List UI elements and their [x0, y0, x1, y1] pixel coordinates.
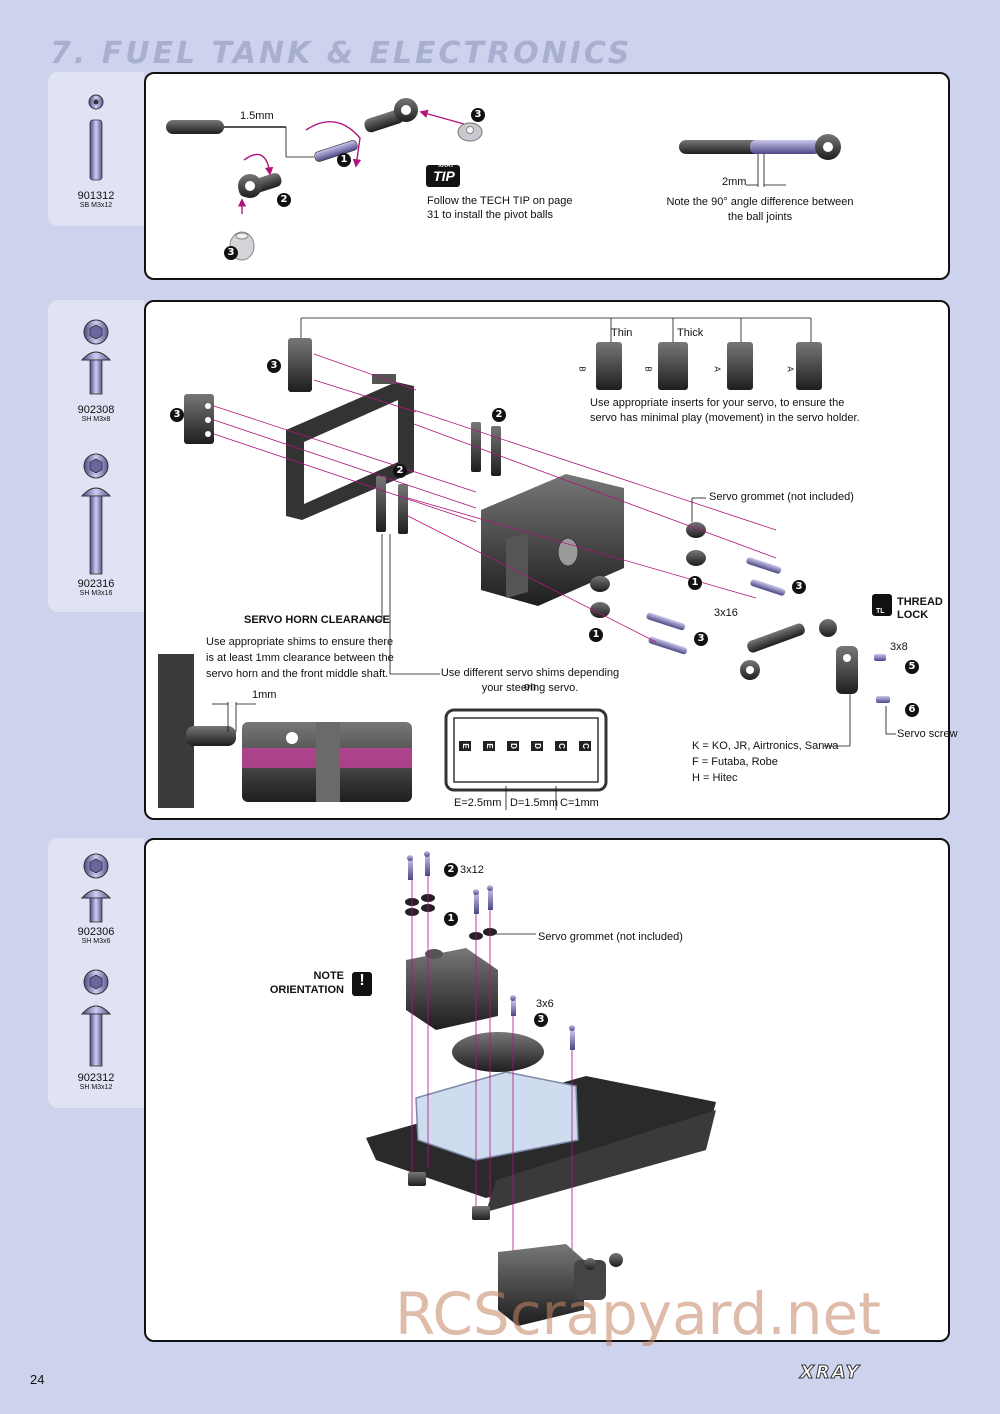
- thread-lock-line2: LOCK: [897, 609, 929, 621]
- servo-screw-label: Servo screw: [897, 728, 958, 740]
- angle-note-line2: the ball joints: [727, 211, 793, 223]
- insert-b-thin-label: B: [577, 366, 587, 372]
- thick-label: Thick: [677, 327, 704, 339]
- insert-b-thick-label: B: [643, 366, 653, 372]
- tech-tip-icon: [426, 165, 460, 187]
- callout-3-pivot-ball-lower: 3: [224, 246, 238, 260]
- hex-size-label: 1.5mm: [240, 110, 274, 122]
- watermark: RCScrapyard.net: [395, 1280, 881, 1348]
- shim-size-d: D=1.5mm: [510, 797, 558, 809]
- shim-letter: C: [555, 741, 567, 751]
- shim-letter: D: [507, 741, 519, 751]
- inserts-text-line2: servo has minimal play (movement) in the…: [590, 412, 860, 424]
- callout-1: 1: [337, 153, 351, 167]
- screw-3x16-label: 3x16: [714, 607, 738, 619]
- page-number: 24: [30, 1372, 45, 1387]
- shim-size-c: C=1mm: [560, 797, 599, 809]
- screw-3x8-label: 3x8: [890, 641, 908, 653]
- horn-text-line1: Use appropriate shims to ensure there: [206, 636, 394, 648]
- callout-3-pivot-ball: 3: [471, 108, 485, 122]
- callout-1: 1: [444, 912, 458, 926]
- step2-illustration: [158, 317, 896, 810]
- callout-2: 2: [277, 193, 291, 207]
- servo-grommet-label: Servo grommet (not included): [709, 491, 854, 503]
- servo-horn-clearance-heading: SERVO HORN CLEARANCE: [244, 614, 390, 626]
- thin-label: Thin: [611, 327, 633, 339]
- callout-2: 2: [393, 464, 407, 478]
- callout-5: 5: [905, 660, 919, 674]
- callout-1: 1: [688, 576, 702, 590]
- page-title: 7. FUEL TANK & ELECTRONICS: [50, 36, 633, 71]
- step1-illustration: [166, 98, 841, 261]
- shims-text-line1: Use different servo shims depending on: [440, 667, 620, 693]
- tip-text-line1: Follow the TECH TIP on page: [427, 195, 573, 207]
- shim-letter: E: [459, 741, 471, 751]
- shims-text-line2: your steering servo.: [481, 682, 579, 694]
- insert-a-thick-label: A: [785, 366, 795, 372]
- note-orientation-icon: [352, 972, 372, 996]
- brand-h-label: H = Hitec: [692, 772, 738, 784]
- tip-brand: XRAY: [437, 163, 455, 169]
- inserts-text-line1: Use appropriate inserts for your servo, …: [590, 397, 845, 409]
- horn-text-line2: is at least 1mm clearance between the: [206, 652, 394, 664]
- angle-note-line1: Note the 90° angle difference between: [666, 196, 854, 208]
- angle-gap-label: 2mm: [722, 176, 747, 188]
- shim-letter: D: [531, 741, 543, 751]
- note-line1: NOTE: [313, 970, 344, 982]
- callout-2: 2: [492, 408, 506, 422]
- screw-sb-m3x12-icon: [88, 94, 104, 181]
- step3-illustration: [352, 851, 716, 1326]
- tip-text-line2: 31 to install the pivot balls: [427, 209, 553, 221]
- thread-lock-line1: THREAD: [897, 596, 943, 608]
- callout-3: 3: [694, 632, 708, 646]
- shim-size-e: E=2.5mm: [454, 797, 502, 809]
- shim-letter: E: [483, 741, 495, 751]
- callout-3: 3: [267, 359, 281, 373]
- note-icon-text: !: [359, 972, 365, 989]
- callout-3: 3: [534, 1013, 548, 1027]
- brand-k-label: K = KO, JR, Airtronics, Sanwa: [692, 740, 839, 752]
- servo-grommet-label-step3: Servo grommet (not included): [538, 931, 683, 943]
- screw-sh-m3x8-icon: [80, 319, 112, 395]
- horn-text-line3: servo horn and the front middle shaft.: [206, 668, 389, 680]
- callout-3: 3: [792, 580, 806, 594]
- tip-label: TIP: [433, 168, 455, 184]
- screw-sh-m3x12-icon: [80, 969, 112, 1067]
- insert-a-thin-label: A: [712, 366, 722, 372]
- clearance-1mm-label: 1mm: [252, 689, 277, 701]
- note-line2: ORIENTATION: [269, 984, 344, 996]
- callout-3: 3: [170, 408, 184, 422]
- brand-f-label: F = Futaba, Robe: [692, 756, 778, 768]
- thread-lock-icon-text: TL: [876, 608, 885, 615]
- shim-letter: C: [579, 741, 591, 751]
- thread-lock-icon: [872, 594, 892, 616]
- screw-3x6-label: 3x6: [536, 998, 554, 1010]
- screw-sh-m3x6-icon: [80, 853, 112, 923]
- screw-3x12-label: 3x12: [460, 864, 484, 876]
- callout-2: 2: [444, 863, 458, 877]
- callout-1: 1: [589, 628, 603, 642]
- callout-6: 6: [905, 703, 919, 717]
- xray-logo: XRAY: [800, 1362, 861, 1384]
- screw-sh-m3x16-icon: [80, 453, 112, 575]
